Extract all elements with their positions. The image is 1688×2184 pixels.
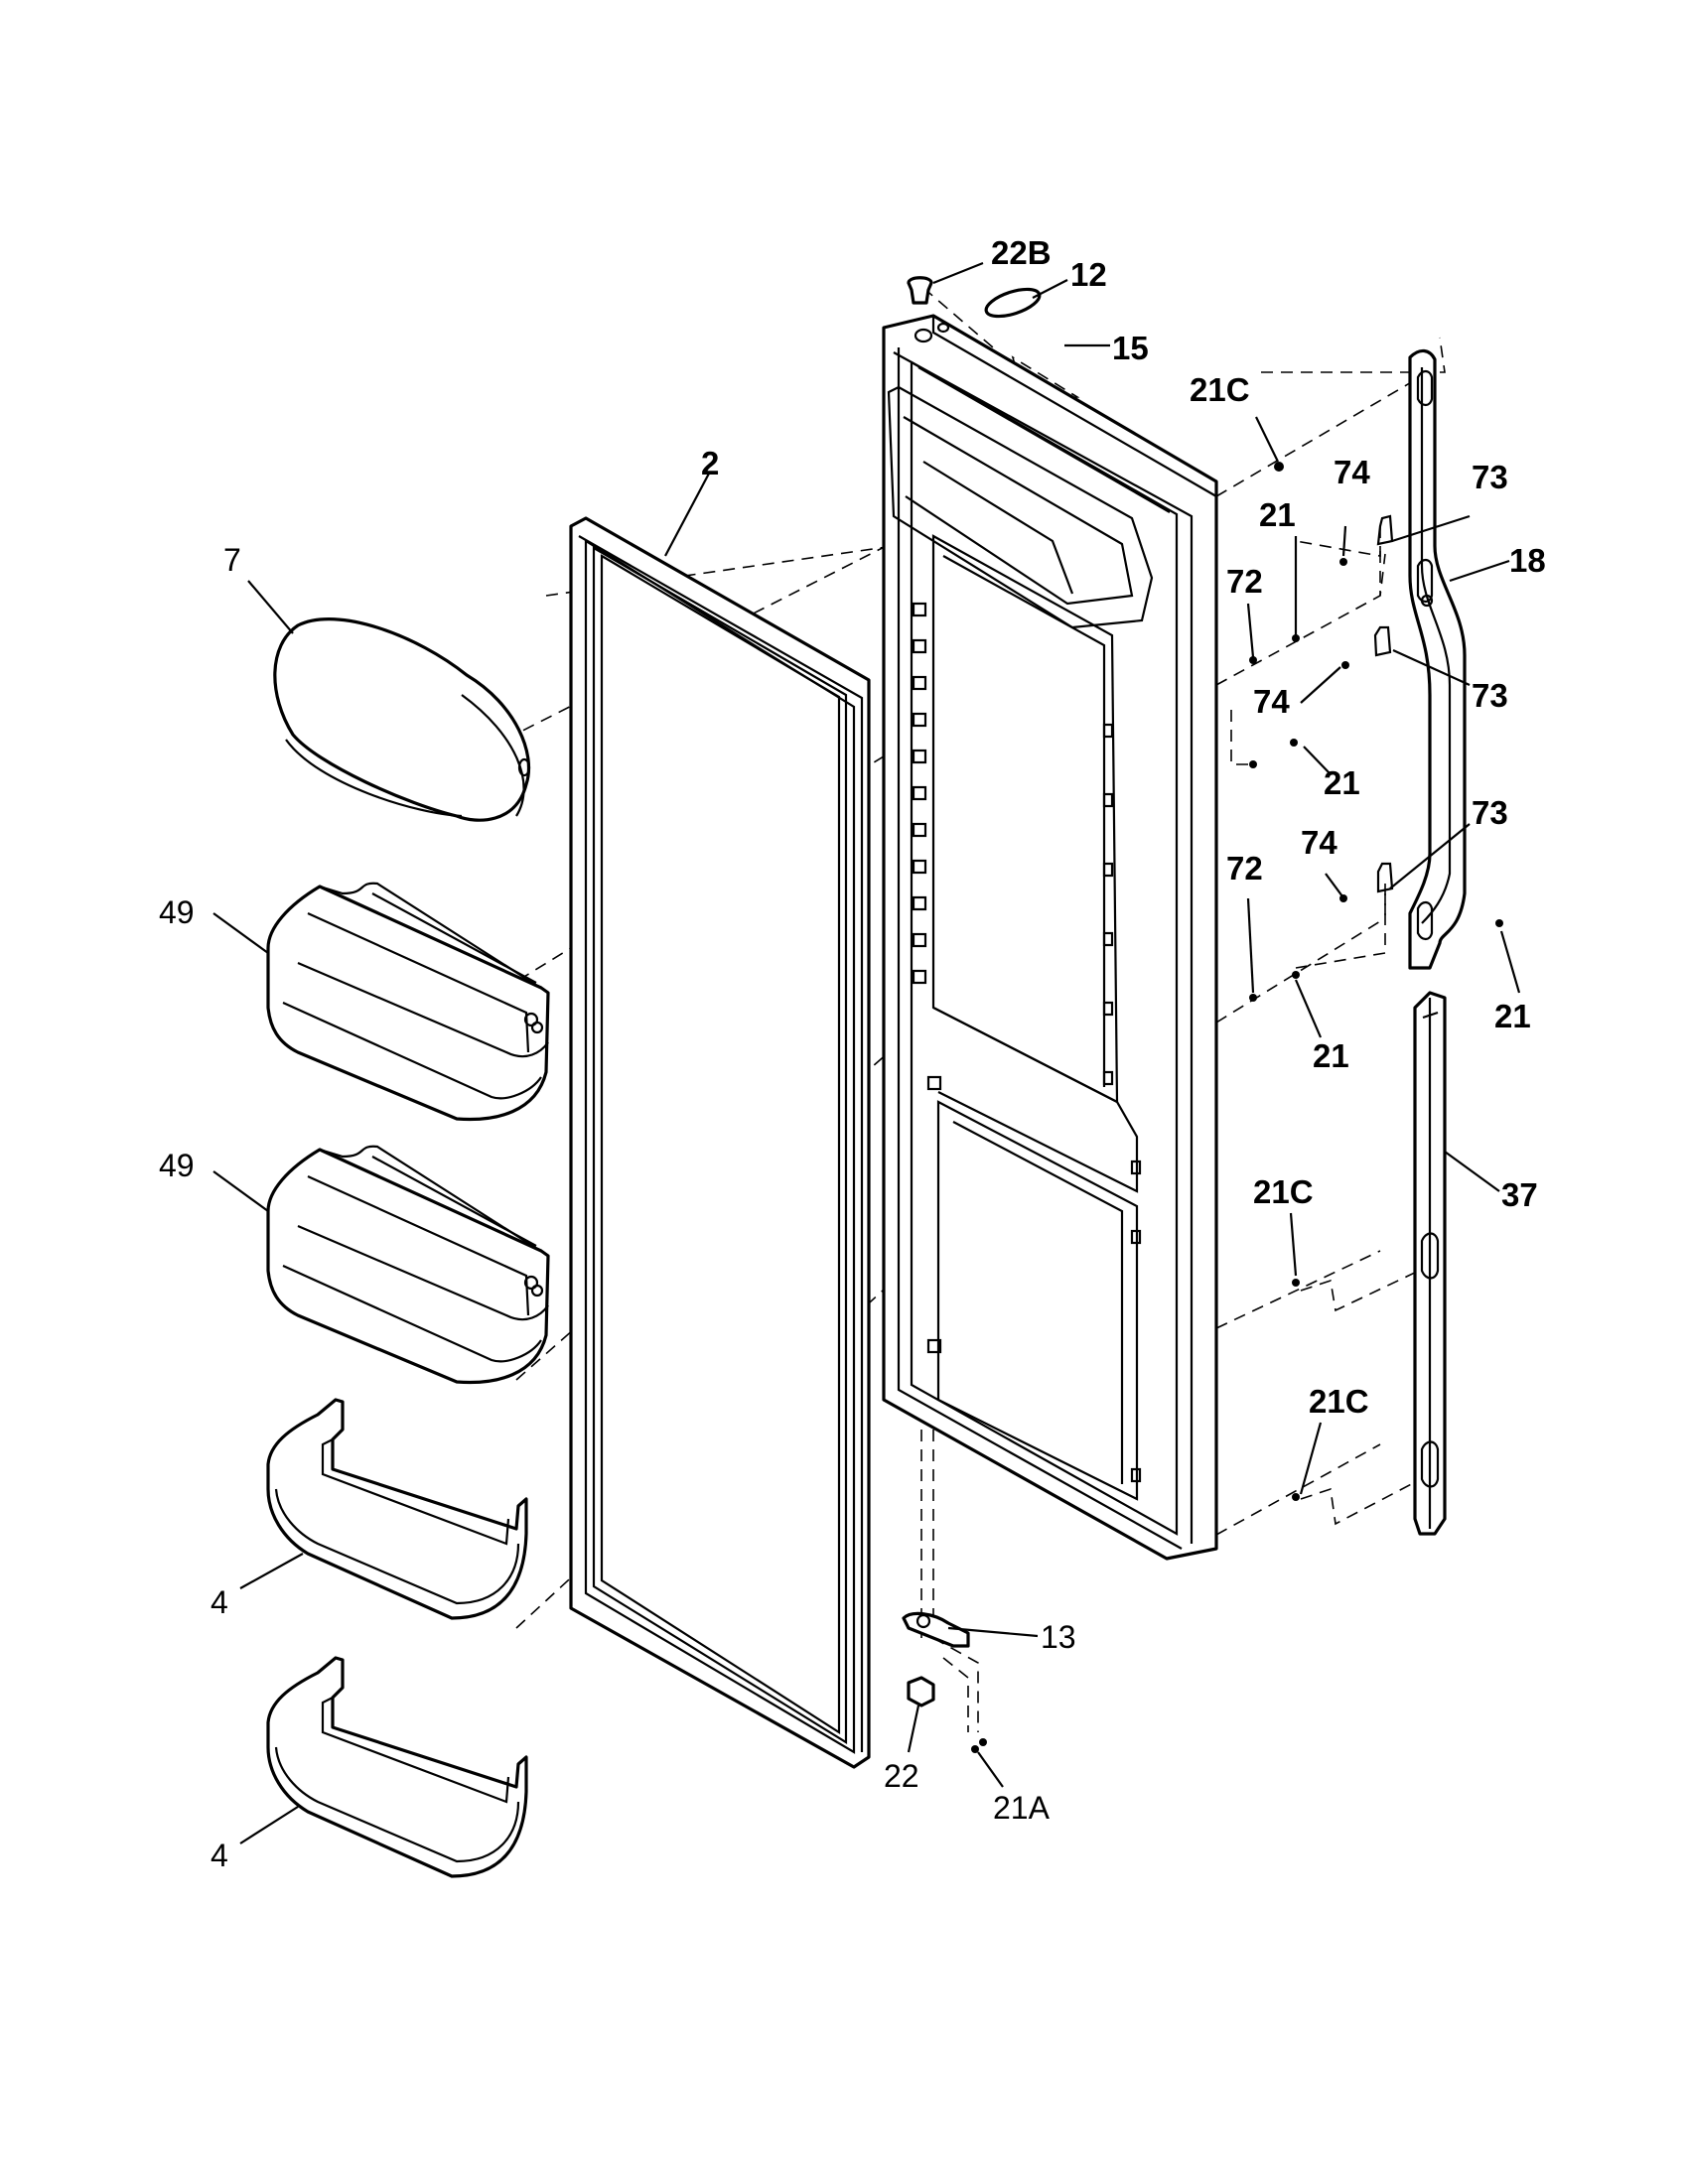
callout-13: 13 (1041, 1619, 1076, 1655)
callout-74-c: 74 (1301, 824, 1337, 861)
callout-4-a: 4 (211, 1584, 228, 1620)
callout-72-b: 72 (1226, 850, 1263, 887)
callout-72-a: 72 (1226, 563, 1263, 600)
callout-21a: 21A (993, 1790, 1051, 1826)
callout-21c-mid: 21C (1253, 1173, 1314, 1210)
callout-22b: 22B (991, 234, 1052, 271)
callout-49-a: 49 (159, 894, 195, 930)
callout-15: 15 (1112, 330, 1149, 366)
door-bin-lower (266, 1145, 550, 1385)
callout-73-c: 73 (1472, 794, 1508, 831)
shelf-studs (912, 602, 1142, 1483)
callout-21-c: 21 (1494, 998, 1531, 1034)
callout-21-a: 21 (1259, 496, 1296, 533)
callout-21c-low: 21C (1309, 1383, 1369, 1420)
callout-7: 7 (223, 542, 241, 578)
callout-12: 12 (1070, 256, 1107, 293)
callout-74-b: 74 (1253, 683, 1290, 720)
door-gasket (569, 516, 871, 1769)
callout-21-b: 21 (1324, 764, 1360, 801)
door-bin-upper (266, 882, 550, 1122)
hardware (902, 276, 1503, 1753)
door-shelf-upper (266, 1398, 528, 1620)
callout-73-a: 73 (1472, 459, 1508, 495)
callout-21-d: 21 (1313, 1037, 1349, 1074)
callout-74-a: 74 (1334, 454, 1370, 490)
door-handle (1408, 348, 1467, 970)
callout-73-b: 73 (1472, 677, 1508, 714)
handle-trim (1413, 991, 1447, 1536)
door-liner-assembly (882, 314, 1218, 1561)
callout-37: 37 (1501, 1176, 1538, 1213)
dairy-door-bin (273, 617, 531, 822)
leader-lines (212, 261, 1521, 1844)
callout-4-b: 4 (211, 1838, 228, 1873)
callout-49-b: 49 (159, 1148, 195, 1183)
callout-labels: 22B 12 15 21C 2 74 73 7 21 18 72 74 73 2… (159, 234, 1546, 1873)
callout-21c-top: 21C (1190, 371, 1250, 408)
callout-18: 18 (1509, 542, 1546, 579)
callout-22: 22 (884, 1758, 919, 1794)
door-shelf-lower (266, 1656, 528, 1878)
callout-2: 2 (701, 445, 719, 481)
